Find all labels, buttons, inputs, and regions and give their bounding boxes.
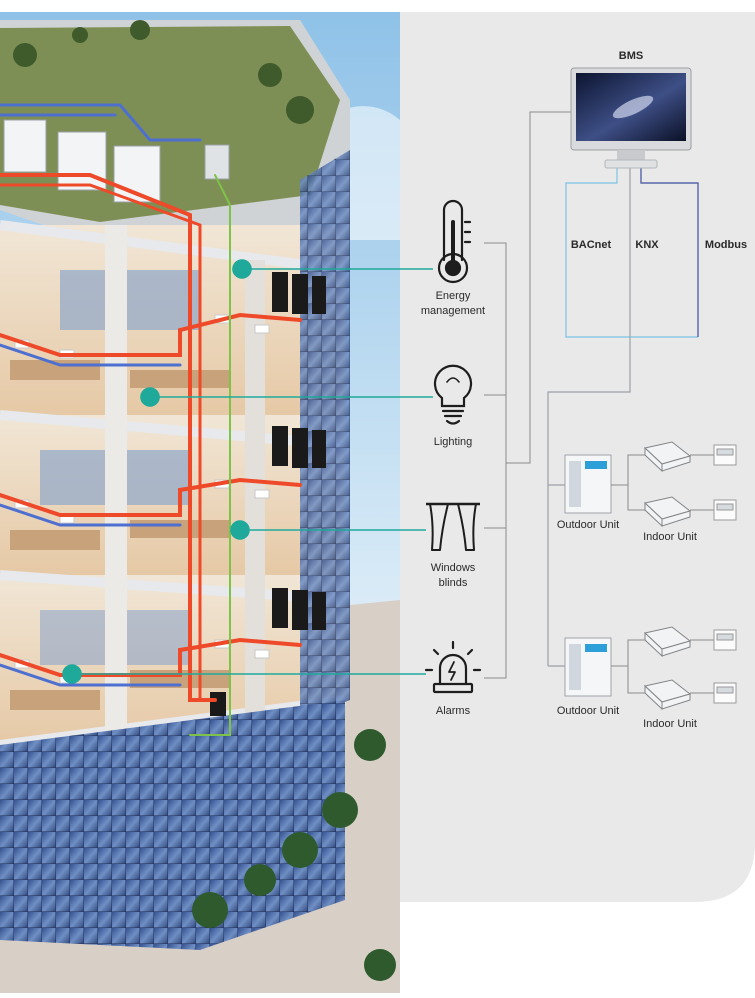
- building-illustration: [0, 12, 400, 993]
- outdoor-unit-label: Outdoor Unit: [556, 705, 620, 717]
- windows-blinds-label: Windows blinds: [430, 562, 476, 589]
- bacnet-label: BACnet: [570, 239, 612, 251]
- bacnet-line: [565, 168, 698, 338]
- wall-controller-icon: [713, 444, 737, 704]
- bms-label: BMS: [618, 50, 644, 62]
- light-bulb-icon: [433, 364, 473, 425]
- lighting-connector-dot: [140, 387, 160, 407]
- outdoor-unit-icon: [564, 454, 612, 514]
- system-bus: [484, 111, 572, 679]
- modbus-label: Modbus: [704, 239, 748, 251]
- blinds-connector-dot: [230, 520, 250, 540]
- indoor-unit-label: Indoor Unit: [643, 718, 697, 730]
- indoor-unit-cassette-icon: [643, 441, 692, 711]
- teal-connectors: [62, 259, 433, 684]
- modbus-line: [640, 168, 699, 337]
- alarms-connector-dot: [62, 664, 82, 684]
- energy-management-label: Energy management: [420, 290, 486, 317]
- protocol-lines: [547, 168, 699, 667]
- alarms-label: Alarms: [435, 705, 471, 717]
- thermometer-icon: [437, 199, 472, 284]
- bms-monitor-icon: [570, 67, 692, 169]
- knx-line: [547, 168, 631, 666]
- indoor-unit-label: Indoor Unit: [643, 531, 697, 543]
- outdoor-unit-label: Outdoor Unit: [556, 519, 620, 531]
- lighting-label: Lighting: [433, 436, 473, 448]
- energy-connector-dot: [232, 259, 252, 279]
- outdoor-unit-icon: [564, 637, 612, 697]
- alarm-siren-icon: [424, 640, 482, 694]
- curtain-icon: [426, 502, 480, 551]
- knx-label: KNX: [635, 239, 659, 251]
- green-roof: [0, 26, 340, 222]
